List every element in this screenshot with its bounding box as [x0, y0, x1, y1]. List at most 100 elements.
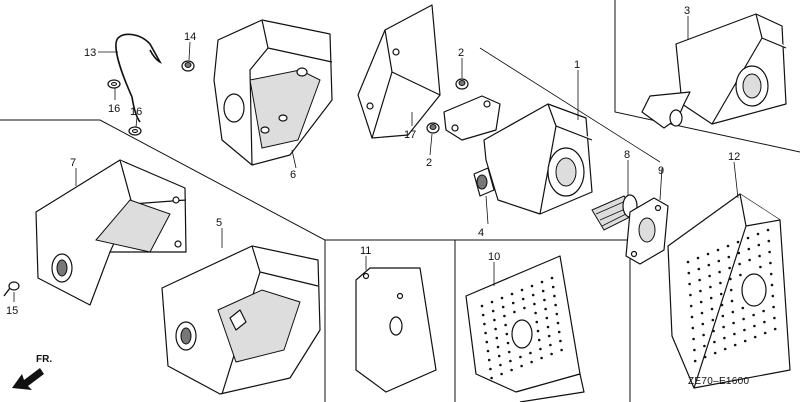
perforation-hole — [537, 338, 541, 342]
perforation-hole — [487, 358, 491, 362]
perforation-hole — [717, 259, 721, 263]
perforation-hole — [697, 267, 701, 271]
perforation-hole — [770, 283, 774, 287]
callout-1: 1 — [574, 59, 580, 71]
perforation-hole — [728, 266, 731, 270]
perforation-hole — [503, 314, 506, 318]
left-divider — [0, 119, 326, 402]
perforation-hole — [507, 350, 511, 354]
perforation-hole — [699, 289, 702, 293]
heat-shield-7 — [35, 159, 187, 306]
spring-wire — [115, 33, 162, 123]
perforation-hole — [737, 251, 741, 255]
flange-nut-2-upper — [455, 78, 469, 90]
callout-7: 7 — [70, 157, 76, 169]
perforation-hole — [510, 292, 514, 296]
perforation-hole — [481, 313, 485, 317]
perforation-hole — [485, 340, 489, 344]
callout-8: 8 — [624, 149, 630, 161]
perforation-hole — [535, 320, 539, 324]
perforation-hole — [490, 376, 493, 380]
washer-16-lower — [128, 126, 142, 136]
perforation-hole — [773, 316, 776, 320]
callout-4: 4 — [478, 227, 484, 239]
perforation-hole — [733, 343, 737, 347]
perforation-hole — [727, 255, 731, 259]
perforation-hole — [687, 271, 691, 275]
perforation-hole — [530, 284, 534, 288]
muffler-gasket-17 — [357, 4, 441, 139]
perforation-hole — [560, 348, 563, 352]
perforation-hole — [506, 341, 510, 345]
leader-lines — [13, 16, 739, 302]
perforation-hole — [540, 356, 543, 360]
muffler-protector-6 — [213, 19, 333, 166]
perforation-hole — [767, 239, 771, 243]
muffler-assembly-3 — [641, 13, 787, 129]
perforation-hole — [549, 343, 552, 347]
flange-nut-2-lower — [426, 122, 440, 134]
perforation-hole — [709, 296, 713, 300]
perforation-hole — [743, 339, 747, 343]
perforation-hole — [496, 345, 500, 349]
perforation-hole — [753, 324, 756, 328]
perforation-hole — [696, 256, 700, 260]
perforation-hole — [520, 288, 524, 292]
perforation-hole — [686, 260, 690, 264]
perforation-hole — [722, 325, 725, 329]
perforation-hole — [554, 303, 557, 307]
perforation-hole — [511, 301, 515, 305]
perforation-hole — [772, 305, 775, 309]
muffler-cover-5 — [161, 245, 321, 395]
perforation-hole — [688, 282, 691, 286]
perforation-hole — [723, 347, 727, 351]
perforation-hole — [530, 360, 533, 364]
perforation-hole — [540, 280, 544, 284]
perforation-hole — [752, 313, 755, 317]
perforation-hole — [756, 232, 760, 236]
perforation-hole — [483, 322, 486, 326]
perforation-hole — [556, 321, 560, 325]
perforation-hole — [493, 318, 496, 322]
callout-6: 6 — [290, 169, 296, 181]
perforation-hole — [536, 329, 540, 333]
perforation-hole — [703, 344, 706, 348]
perforation-hole — [741, 306, 745, 310]
perforation-hole — [555, 312, 559, 316]
perforation-hole — [731, 310, 735, 314]
perforation-hole — [748, 258, 751, 262]
callout-2-lower: 2 — [426, 157, 432, 169]
callout-3: 3 — [684, 5, 690, 17]
perforation-hole — [501, 305, 505, 309]
perforation-hole — [486, 349, 490, 353]
perforation-hole — [706, 252, 710, 256]
perforation-hole — [711, 318, 715, 322]
perforation-hole — [743, 328, 746, 332]
perforation-hole — [771, 294, 775, 298]
perforation-hole — [500, 372, 503, 376]
perforation-hole — [691, 326, 695, 330]
perforation-hole — [693, 359, 697, 363]
perforation-hole — [769, 272, 773, 276]
perforation-hole — [531, 293, 535, 297]
perforation-hole — [736, 240, 740, 244]
perforation-hole — [509, 359, 512, 363]
callout-11: 11 — [360, 245, 371, 257]
perforation-hole — [709, 285, 712, 289]
perforation-hole — [541, 289, 545, 293]
perforation-hole — [721, 314, 725, 318]
perforation-hole — [480, 304, 484, 308]
perforation-hole — [753, 335, 757, 339]
perforation-hole — [545, 316, 549, 320]
washer-16-upper — [107, 79, 121, 89]
perforation-hole — [539, 347, 542, 351]
flange-nut-14 — [181, 60, 195, 72]
callout-13: 13 — [84, 47, 96, 59]
callout-10: 10 — [488, 251, 500, 263]
perforation-hole — [550, 276, 554, 280]
perforation-hole — [551, 285, 555, 289]
perforation-hole — [690, 315, 694, 319]
perforation-hole — [713, 351, 717, 355]
perforation-hole — [513, 310, 516, 314]
